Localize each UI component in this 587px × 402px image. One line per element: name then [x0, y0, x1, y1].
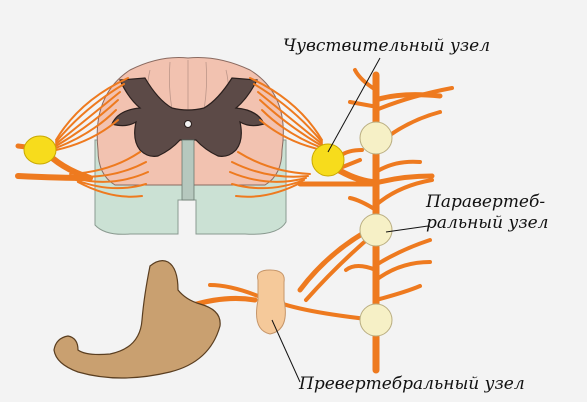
central-canal: [185, 121, 192, 128]
sympathetic-ganglion-3: [360, 304, 392, 336]
stomach: [54, 261, 220, 378]
prevertebral-ganglion: [257, 270, 286, 334]
left-sensory-ganglion: [24, 136, 56, 164]
prevertebral-ganglion-label: Превертебральный узел: [299, 374, 525, 395]
ventral-fissure: [182, 140, 194, 200]
sympathetic-ganglion-2: [360, 214, 392, 246]
paravertebral-label-line2: ральный узел: [426, 213, 549, 234]
sympathetic-ganglion-1: [360, 122, 392, 154]
leader-prevertebral: [272, 320, 300, 382]
right-sensory-ganglion: [312, 144, 344, 176]
paravertebral-label-line1: Паравертеб-: [426, 192, 549, 213]
paravertebral-ganglion-label: Паравертеб- ральный узел: [426, 192, 549, 234]
sensory-ganglion-label: Чувствительный узел: [283, 36, 490, 57]
